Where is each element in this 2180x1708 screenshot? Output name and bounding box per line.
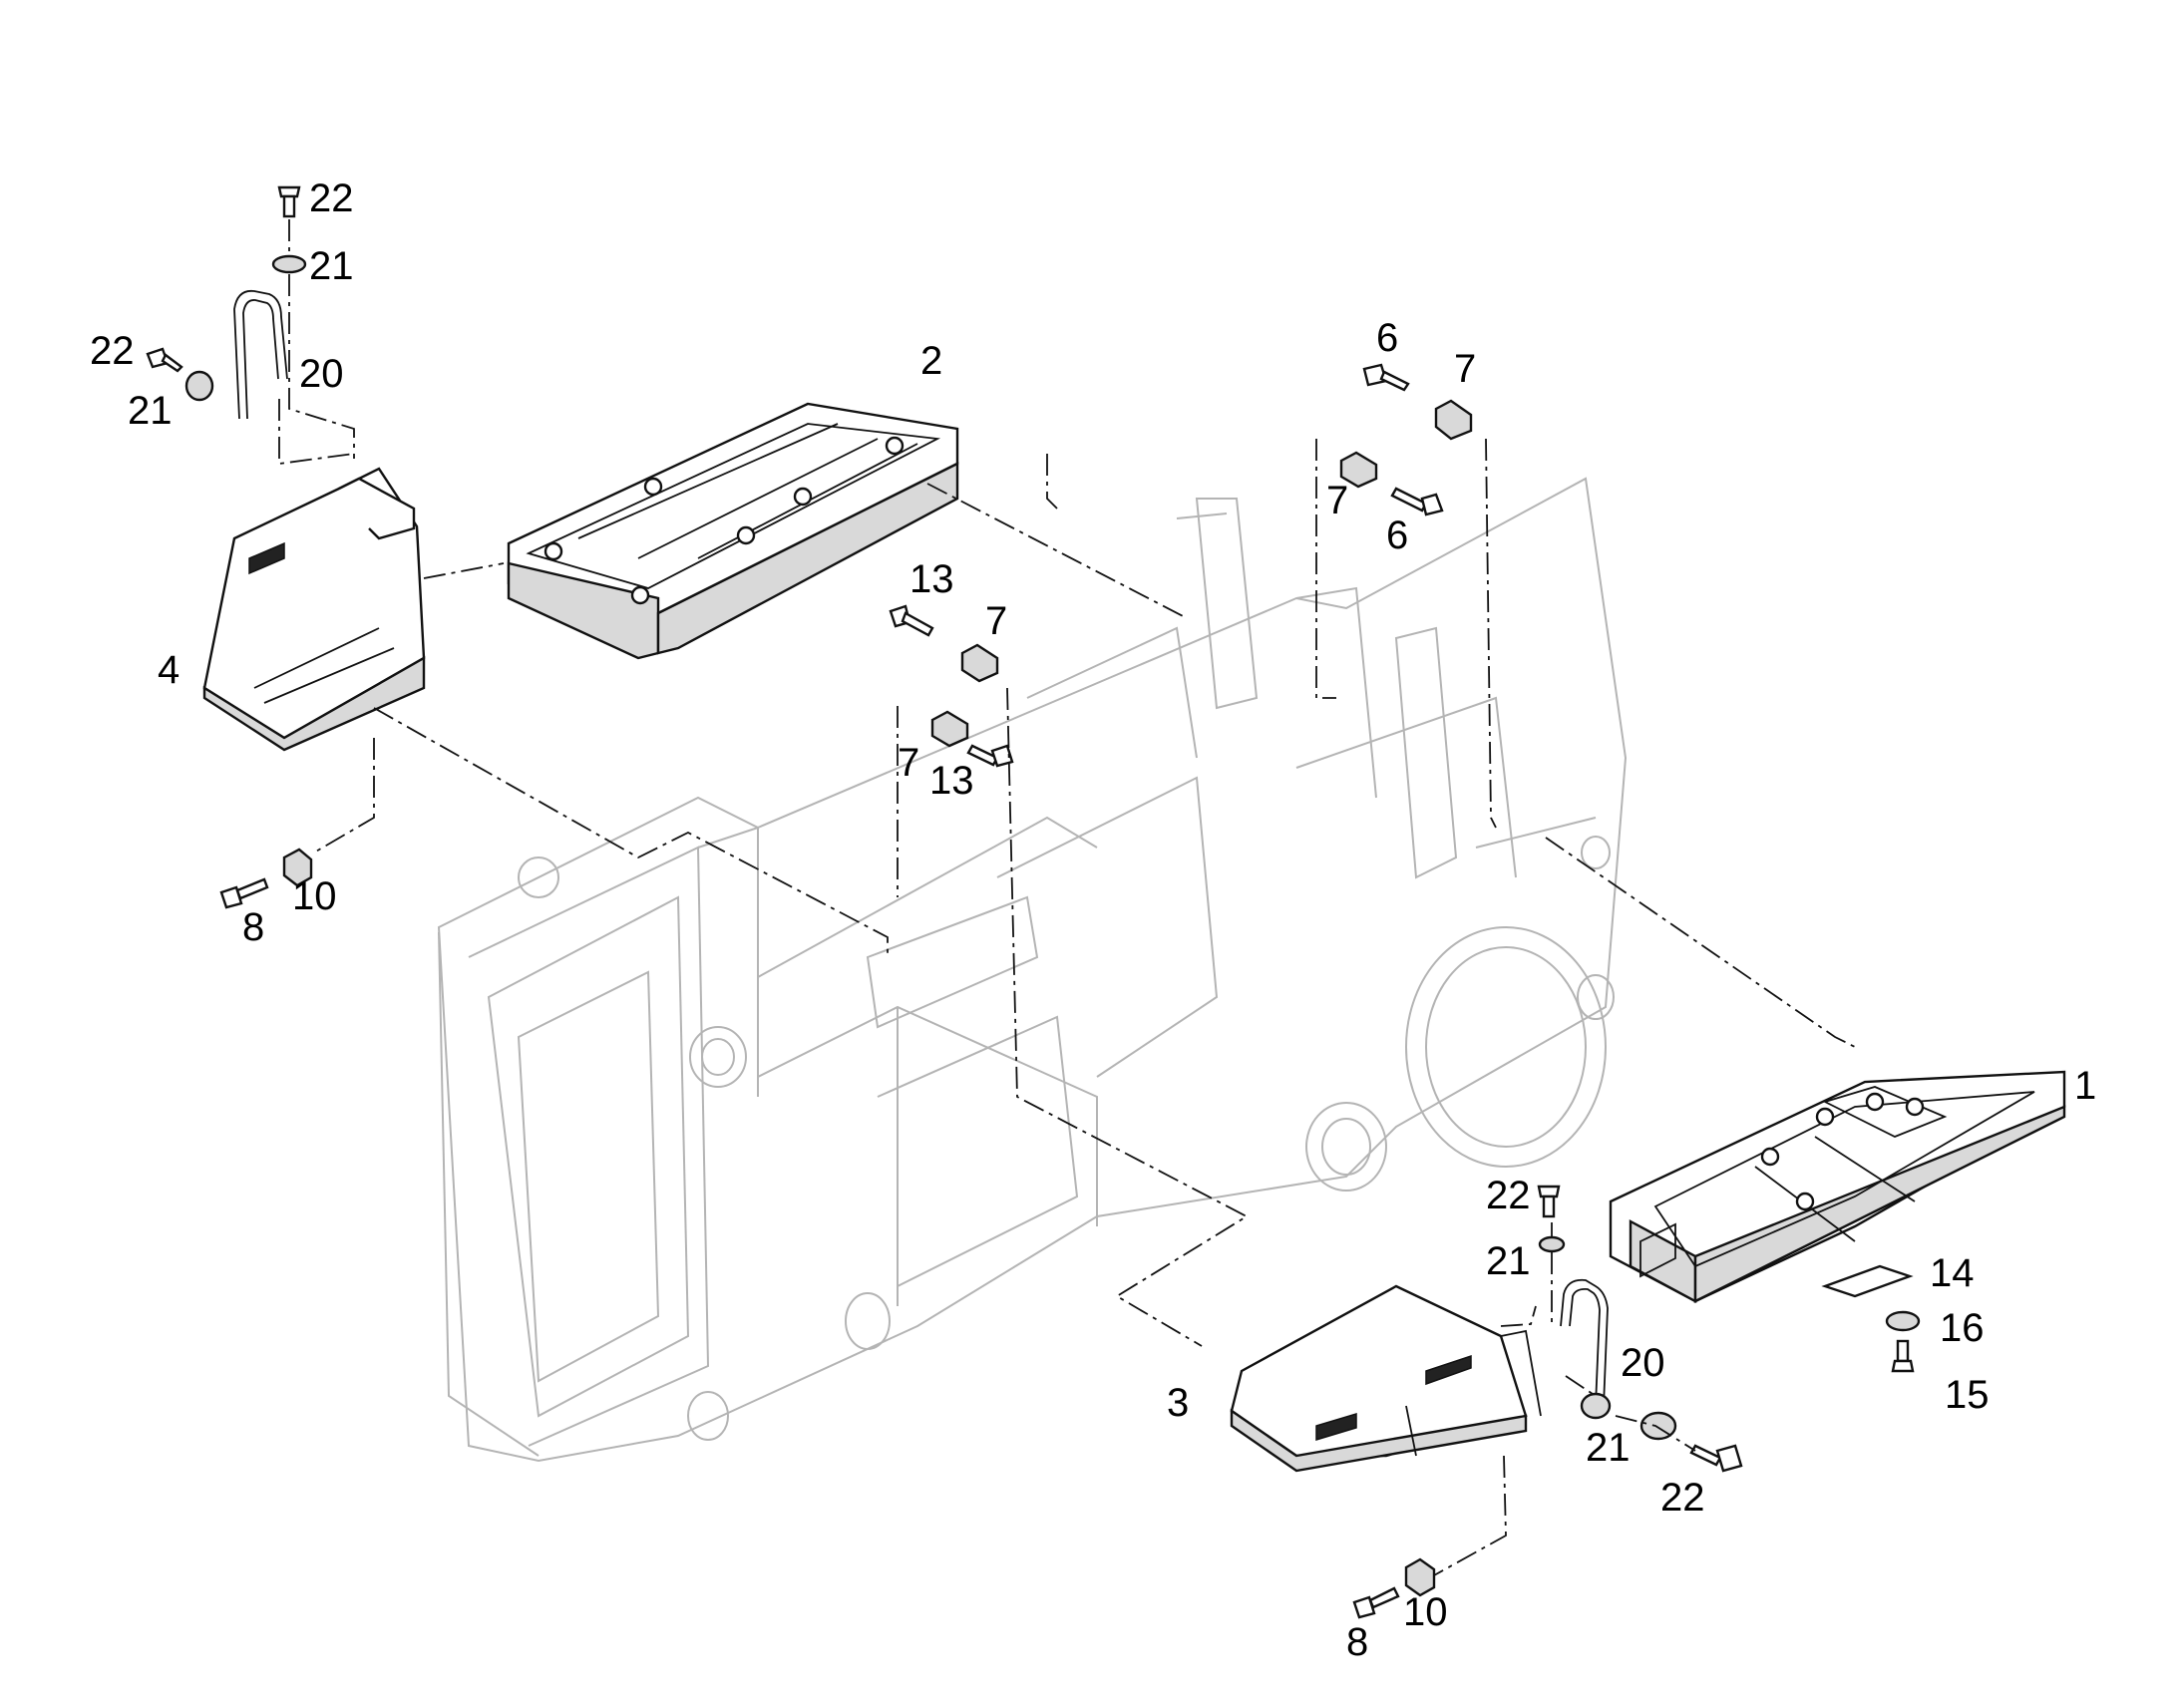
bolt-13-lower <box>966 744 1014 768</box>
label-part-21-top: 21 <box>309 244 354 288</box>
part-4-left-cover <box>202 467 426 752</box>
bolt-22-left <box>146 347 183 373</box>
part-2-upper-tray <box>507 402 959 660</box>
label-part-10-lower: 10 <box>1403 1590 1448 1634</box>
washer-21-left <box>184 370 214 402</box>
label-part-21-lower-right: 21 <box>1486 1239 1531 1283</box>
main-chassis-frame <box>437 477 1628 1463</box>
bolt-22-top <box>277 185 301 218</box>
label-part-7-lower: 7 <box>898 741 919 785</box>
bushing-7-right <box>960 643 999 683</box>
label-part-6-upper: 6 <box>1376 316 1398 360</box>
label-part-22-lower: 22 <box>1660 1476 1705 1520</box>
bushing-10-left <box>282 848 313 887</box>
callout-labels: 1 2 3 4 6 7 7 6 13 7 7 13 22 21 22 20 21… <box>90 176 2096 1664</box>
bushing-7-lower <box>930 710 969 748</box>
bolt-22-lower-right <box>1537 1185 1561 1218</box>
label-part-20-upper: 20 <box>299 352 344 396</box>
label-part-20-lower: 20 <box>1621 1341 1665 1385</box>
washer-21-lower-right <box>1538 1235 1566 1253</box>
label-part-8-left: 8 <box>242 905 264 949</box>
washer-16 <box>1885 1310 1921 1332</box>
part-20-handle-upper <box>233 289 288 420</box>
label-part-21-lower: 21 <box>1586 1426 1631 1470</box>
part-3-lower-cover <box>1230 1284 1542 1473</box>
label-part-16: 16 <box>1940 1306 1985 1350</box>
washer-21-top <box>271 254 307 274</box>
bushing-7-upper <box>1434 399 1473 441</box>
bolt-6-upper <box>1362 363 1410 392</box>
bolt-8-left <box>219 877 269 909</box>
bolt-22-lower <box>1689 1444 1743 1473</box>
bolt-13-upper <box>889 604 934 637</box>
bushing-10-lower <box>1404 1557 1436 1597</box>
label-part-3: 3 <box>1167 1381 1189 1425</box>
label-part-7-right: 7 <box>985 599 1007 643</box>
assembly-leader-lines <box>278 219 1856 1576</box>
label-part-15: 15 <box>1945 1373 1990 1417</box>
label-part-22-top: 22 <box>309 176 354 220</box>
bolt-6-mid <box>1390 487 1444 516</box>
label-part-7-upper: 7 <box>1454 347 1476 391</box>
label-part-2: 2 <box>920 339 942 383</box>
label-part-13-lower: 13 <box>929 759 974 803</box>
label-part-14: 14 <box>1930 1251 1975 1295</box>
part-14-plate <box>1821 1264 1914 1298</box>
label-part-21-left: 21 <box>128 389 173 433</box>
label-part-22-lower-right: 22 <box>1486 1174 1531 1217</box>
part-20-handle-lower <box>1560 1278 1609 1407</box>
label-part-22-left: 22 <box>90 329 135 373</box>
washer-21-lower-inner <box>1580 1392 1612 1420</box>
label-part-13-upper: 13 <box>909 557 954 601</box>
label-part-1: 1 <box>2074 1064 2096 1108</box>
label-part-10-left: 10 <box>292 874 337 918</box>
label-part-7-mid: 7 <box>1326 479 1348 522</box>
label-part-8-lower: 8 <box>1346 1620 1368 1664</box>
label-part-6-mid: 6 <box>1386 513 1408 557</box>
label-part-4: 4 <box>158 648 180 692</box>
part-1-right-tray <box>1609 1070 2066 1304</box>
bolt-8-lower <box>1352 1586 1400 1619</box>
bolt-15 <box>1891 1339 1915 1373</box>
bushing-7-mid <box>1339 451 1378 489</box>
